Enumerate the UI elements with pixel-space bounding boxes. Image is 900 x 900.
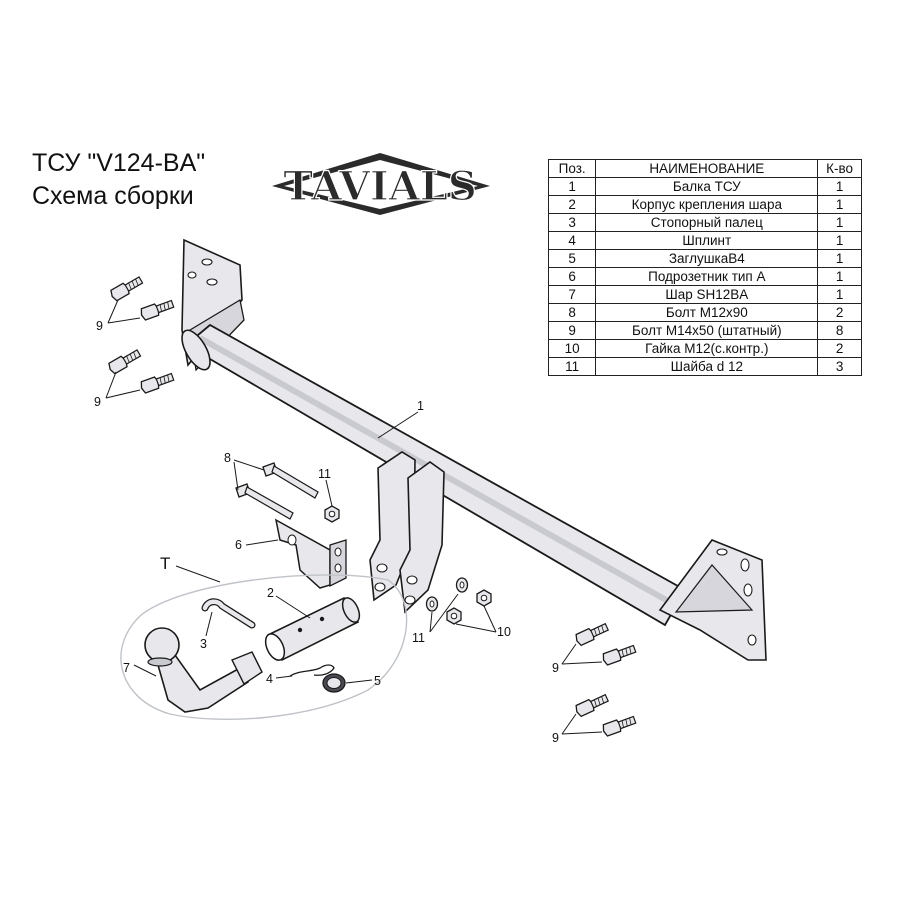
callout-9: 9	[94, 395, 101, 409]
callout-9: 9	[96, 319, 103, 333]
callout-10: 10	[497, 625, 511, 639]
nut-icon	[446, 607, 462, 625]
callout-6: 6	[235, 538, 242, 552]
table-header-row: Поз. НАИМЕНОВАНИЕ К-во	[547, 159, 862, 178]
bolt-icon	[600, 642, 638, 667]
callout-11: 11	[318, 467, 331, 481]
callout-9: 9	[552, 661, 559, 675]
callout-8: 8	[224, 451, 231, 465]
locking-pin-icon	[201, 598, 256, 629]
callout-5: 5	[374, 674, 381, 688]
callout-11: 11	[412, 631, 425, 645]
bolt-icon	[138, 297, 176, 322]
cotter-pin-icon	[289, 664, 335, 677]
column-header-name: НАИМЕНОВАНИЕ	[595, 159, 819, 178]
socket-bracket	[274, 518, 347, 589]
cell-pos: 5	[547, 249, 597, 268]
towball-icon	[144, 627, 263, 713]
callout-2: 2	[267, 586, 274, 600]
washer-icon	[425, 596, 439, 612]
bolt-icon	[108, 274, 145, 303]
cell-name: Болт М12х90	[595, 303, 819, 322]
nut-icon	[476, 589, 492, 607]
cell-name: Корпус крепления шара	[595, 195, 819, 214]
diagram-title: ТСУ "V124-BA"	[32, 149, 206, 177]
callout-t: T	[160, 554, 170, 573]
bolt-icon	[573, 691, 610, 718]
callout-1: 1	[417, 399, 424, 413]
column-header-qty: К-во	[817, 159, 862, 178]
washer-icon	[324, 505, 340, 523]
bolt-icon	[106, 347, 143, 376]
tow-bar-beam	[181, 238, 767, 661]
callout-4: 4	[266, 672, 273, 686]
bolt-icon	[573, 620, 610, 647]
leader-lines	[105, 299, 603, 735]
washer-icon	[455, 577, 469, 593]
bolt-icon	[138, 370, 176, 395]
cell-name: ЗаглушкаВ4	[595, 249, 819, 268]
plug-icon	[322, 673, 346, 693]
diagram-subtitle: Схема сборки	[32, 182, 194, 210]
cell-pos: 11	[547, 357, 597, 376]
cell-name: Болт М14х50 (штатный)	[595, 321, 819, 340]
cell-name: Шайба d 12	[595, 357, 819, 376]
logo-text: TAVIALS	[283, 163, 477, 210]
callout-3: 3	[200, 637, 207, 651]
bolt-icon	[600, 713, 638, 738]
cell-qty: 3	[817, 357, 862, 376]
cell-name: Стопорный палец	[595, 213, 819, 232]
callout-9: 9	[552, 731, 559, 745]
callout-7: 7	[123, 661, 130, 675]
long-bolt-icon	[235, 462, 319, 520]
cell-name: Гайка М12(с.контр.)	[595, 339, 819, 358]
group-t-outline	[120, 574, 408, 721]
ball-housing-tube	[264, 596, 361, 662]
